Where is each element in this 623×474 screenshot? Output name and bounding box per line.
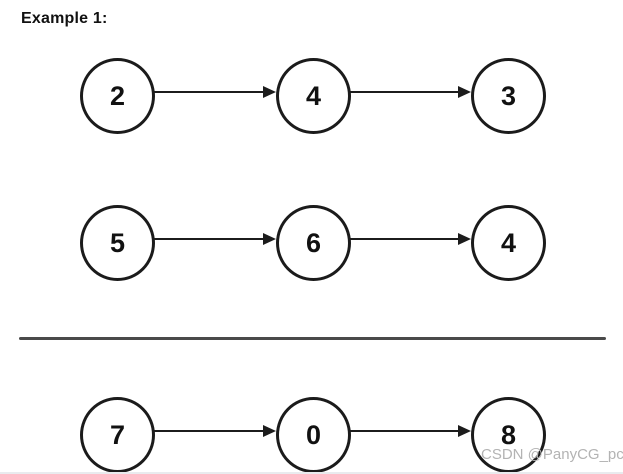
list1-node-2: 4: [276, 58, 351, 134]
list1-node-1: 2: [80, 58, 155, 134]
node-value: 0: [305, 419, 322, 450]
arrow-head-icon: [458, 86, 471, 98]
arrow-head-icon: [458, 425, 471, 437]
arrow-right-icon: [154, 425, 276, 437]
page-title: Example 1:: [21, 10, 108, 27]
arrow-head-icon: [263, 86, 276, 98]
list2-node-1: 5: [80, 205, 155, 281]
arrow-right-icon: [154, 86, 276, 98]
node-value: 8: [500, 419, 517, 450]
node-value: 4: [500, 227, 517, 258]
arrow-head-icon: [458, 233, 471, 245]
arrow-right-icon: [154, 233, 276, 245]
result-node-2: 0: [276, 397, 351, 473]
arrow-shaft: [350, 91, 460, 93]
node-value: 2: [109, 80, 126, 111]
arrow-shaft: [154, 430, 265, 432]
node-value: 3: [500, 80, 517, 111]
result-node-3: 8: [471, 397, 546, 473]
bottom-edge-line: [0, 472, 623, 474]
watermark: CSDN @PanyCG_pc: [481, 446, 623, 463]
arrow-shaft: [154, 238, 265, 240]
node-value: 5: [109, 227, 126, 258]
arrow-shaft: [350, 430, 460, 432]
list1-node-3: 3: [471, 58, 546, 134]
result-node-1: 7: [80, 397, 155, 473]
divider-line: [19, 337, 606, 340]
arrow-right-icon: [350, 86, 471, 98]
list2-node-3: 4: [471, 205, 546, 281]
arrow-right-icon: [350, 425, 471, 437]
node-value: 7: [109, 419, 126, 450]
arrow-shaft: [350, 238, 460, 240]
node-value: 4: [305, 80, 322, 111]
arrow-head-icon: [263, 425, 276, 437]
list2-node-2: 6: [276, 205, 351, 281]
arrow-right-icon: [350, 233, 471, 245]
node-value: 6: [305, 227, 322, 258]
arrow-head-icon: [263, 233, 276, 245]
arrow-shaft: [154, 91, 265, 93]
